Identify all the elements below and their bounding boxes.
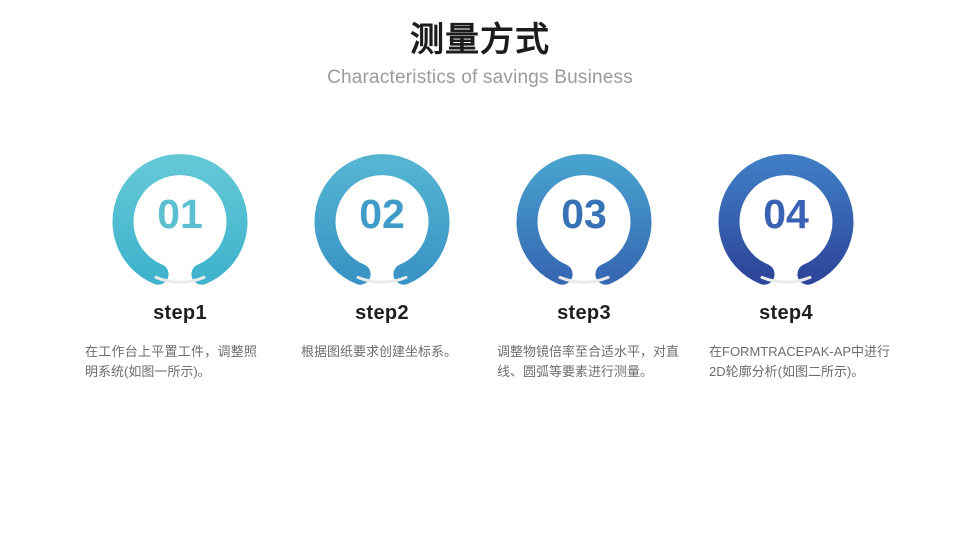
ring-graphic-4: 04 (685, 150, 887, 285)
step-label-4: step4 (759, 302, 813, 324)
step-item-2[interactable]: 02 step2 根据图纸要求创建坐标系。 (281, 150, 483, 450)
step-number-1: 01 (157, 190, 203, 237)
step-description-3: 调整物镜倍率至合适水平，对直线、圆弧等要素进行测量。 (497, 344, 680, 379)
page-title: 测量方式 (410, 21, 550, 59)
page-subtitle: Characteristics of savings Business (327, 67, 633, 88)
step-description-4: 在FORMTRACEPAK-AP中进行2D轮廓分析(如图二所示)。 (709, 344, 891, 379)
step-item-4[interactable]: 04 step4 在FORMTRACEPAK-AP中进行2D轮廓分析(如图二所示… (685, 150, 890, 450)
ring-graphic-2: 02 (281, 150, 483, 285)
step-description-2: 根据图纸要求创建坐标系。 (301, 344, 458, 359)
step-label-2: step2 (355, 302, 409, 324)
step-label-1: step1 (153, 302, 207, 324)
steps-row: 01 step1 在工作台上平置工件，调整照明系统(如图一所示)。 (0, 150, 960, 450)
progress-ring-icon-1 (112, 154, 248, 285)
progress-ring-icon-3 (516, 154, 652, 285)
step-label-3: step3 (557, 302, 611, 324)
ring-graphic-3: 03 (483, 150, 685, 285)
progress-ring-icon-2 (314, 154, 450, 285)
step-number-3: 03 (561, 190, 607, 237)
step-number-2: 02 (359, 190, 405, 237)
step-item-1[interactable]: 01 step1 在工作台上平置工件，调整照明系统(如图一所示)。 (79, 150, 281, 450)
step-item-3[interactable]: 03 step3 调整物镜倍率至合适水平，对直线、圆弧等要素进行测量。 (483, 150, 685, 450)
progress-ring-icon-4 (718, 154, 854, 285)
step-number-4: 04 (763, 190, 809, 237)
step-description-1: 在工作台上平置工件，调整照明系统(如图一所示)。 (85, 344, 257, 379)
slide-header: 测量方式 Characteristics of savings Business (0, 18, 960, 92)
ring-graphic-1: 01 (79, 150, 281, 285)
